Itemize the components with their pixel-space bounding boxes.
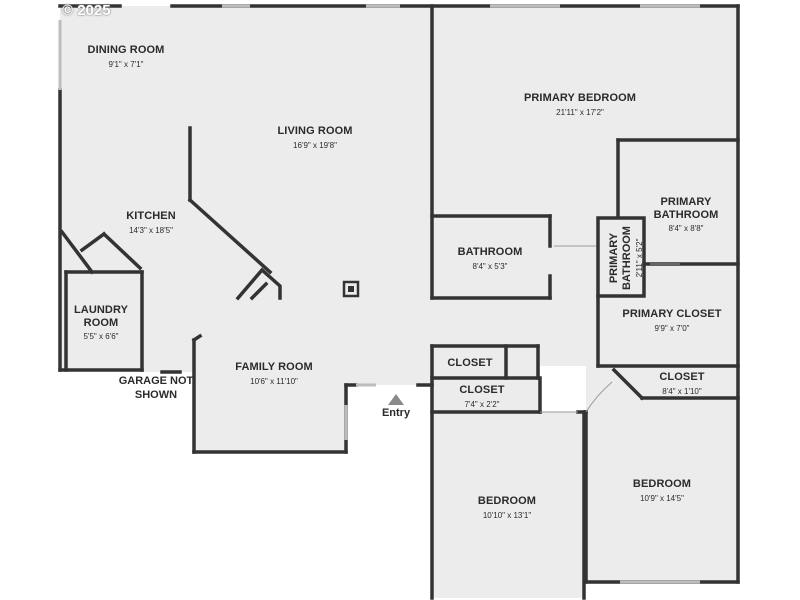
room-label-kitchen: KITCHEN 14'3" x 18'5" — [126, 210, 176, 235]
room-name: CLOSET — [659, 371, 705, 383]
room-name: PRIMARY CLOSET — [622, 308, 722, 320]
column-square — [342, 280, 360, 298]
closets-floor — [430, 346, 540, 414]
room-dims-primary-bathroom-small: 2'11" x 5'2" — [633, 223, 645, 293]
room-name-line1: PRIMARY — [608, 232, 620, 284]
room-dims: 10'10" x 13'1" — [482, 510, 532, 520]
room-label-closet-lower: CLOSET 7'4" x 2'2" — [459, 384, 504, 409]
room-dims: 14'3" x 18'5" — [129, 225, 173, 235]
room-dims: 10'9" x 14'5" — [640, 493, 684, 503]
room-dims: 2'11" x 5'2" — [635, 238, 644, 278]
room-dims: 9'1" x 7'1" — [108, 59, 144, 69]
door-swings — [540, 245, 680, 413]
room-name: CLOSET — [459, 384, 505, 396]
bedroom-right-floor — [586, 366, 738, 584]
room-dims: 5'5" x 6'6" — [83, 332, 119, 342]
room-label-primary-bathroom: PRIMARY BATHROOM 8'4" x 8'8" — [654, 196, 719, 233]
room-name-line2: BATHROOM — [620, 226, 633, 290]
room-name-line2: BATHROOM — [653, 208, 719, 221]
walls — [58, 4, 740, 600]
windows — [58, 4, 700, 584]
room-dims: 8'4" x 5'3" — [472, 261, 508, 271]
copyright-watermark: © 2025 — [62, 2, 111, 19]
room-label-bathroom: BATHROOM 8'4" x 5'3" — [458, 246, 523, 271]
room-label-primary-bedroom: PRIMARY BEDROOM 21'11" x 17'2" — [524, 92, 636, 117]
room-dims: 8'4" x 8'8" — [668, 224, 704, 234]
room-name: PRIMARY BEDROOM — [523, 92, 637, 104]
main-floor-area — [60, 6, 432, 452]
room-label-dining: DINING ROOM 9'1" x 7'1" — [88, 44, 165, 69]
room-name: LIVING ROOM — [277, 125, 353, 137]
room-dims: 7'4" x 2'2" — [464, 399, 500, 409]
room-dims: 9'9" x 7'0" — [654, 323, 690, 333]
room-label-primary-bathroom-small: PRIMARY BATHROOM — [608, 221, 634, 295]
floor-areas — [60, 6, 738, 598]
room-label-primary-closet: PRIMARY CLOSET 9'9" x 7'0" — [622, 308, 721, 333]
room-label-laundry: LAUNDRY ROOM 5'5" x 6'6" — [74, 304, 128, 341]
room-name: BEDROOM — [632, 478, 692, 490]
room-label-bedroom-right: BEDROOM 10'9" x 14'5" — [633, 478, 691, 503]
garage-note: GARAGE NOT SHOWN — [116, 375, 196, 403]
garage-note-line1: GARAGE NOT — [118, 375, 194, 387]
room-dims: 21'11" x 17'2" — [556, 107, 604, 117]
bedroom-left-floor — [432, 412, 584, 598]
entry-arrow-icon — [388, 394, 404, 405]
room-name: FAMILY ROOM — [235, 361, 313, 373]
room-name-line1: LAUNDRY — [73, 304, 129, 316]
room-name-line2: ROOM — [83, 316, 119, 329]
room-label-closet-upper: CLOSET — [447, 357, 492, 370]
room-name: KITCHEN — [126, 210, 176, 222]
room-label-closet-right: CLOSET 8'4" x 1'10" — [659, 371, 704, 396]
room-label-bedroom-left: BEDROOM 10'10" x 13'1" — [478, 495, 536, 520]
room-label-living: LIVING ROOM 16'9" x 19'8" — [277, 125, 352, 150]
entry-label: Entry — [381, 407, 411, 419]
room-dims: 16'9" x 19'8" — [293, 140, 337, 150]
room-label-family: FAMILY ROOM 10'6" x 11'10" — [235, 361, 313, 386]
room-dims: 8'4" x 1'10" — [662, 386, 702, 396]
room-name: BEDROOM — [477, 495, 537, 507]
primary-bedroom-floor — [432, 6, 738, 366]
garage-note-line2: SHOWN — [134, 388, 178, 401]
room-name-line1: PRIMARY — [660, 196, 712, 208]
room-name: BATHROOM — [457, 246, 523, 258]
room-dims: 10'6" x 11'10" — [250, 376, 298, 386]
room-name: DINING ROOM — [87, 44, 165, 56]
room-name: CLOSET — [447, 357, 493, 369]
